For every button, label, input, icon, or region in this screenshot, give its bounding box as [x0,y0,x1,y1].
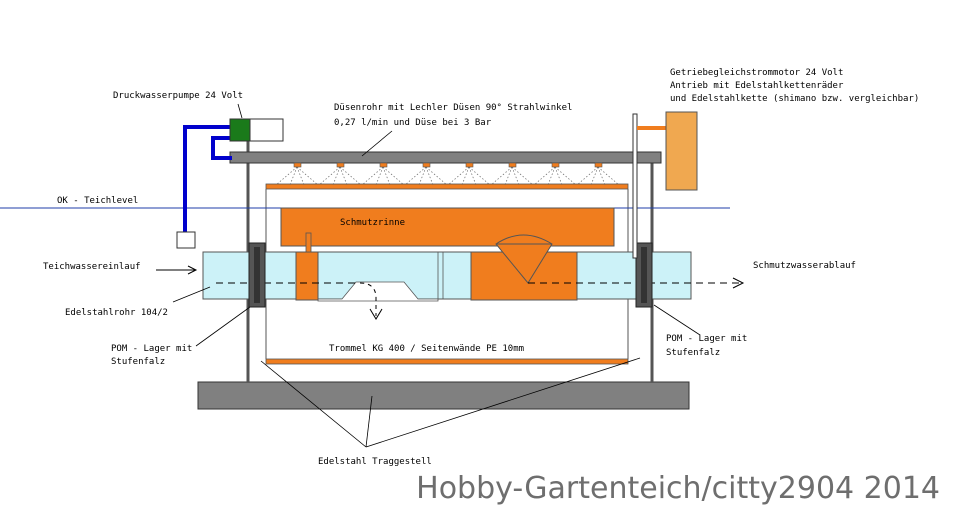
drive-motor [665,111,698,191]
label-outlet: Schmutzwasserablauf [753,261,856,271]
label-nozzle-pipe-1: Düsenrohr mit Lechler Düsen 90° Strahlwi… [334,103,572,113]
nozzle [293,162,302,168]
label-motor-1: Getriebegleichstrommotor 24 Volt [670,68,843,78]
label-bearing-left-1: POM - Lager mit [111,344,192,354]
spray-nozzles [293,162,603,168]
nozzle [594,162,603,168]
orange-block-left [295,251,319,301]
nozzle [422,162,431,168]
spray-cones [275,166,620,186]
label-frame: Edelstahl Traggestell [318,457,432,467]
nozzle [379,162,388,168]
base-plate [197,381,690,410]
leader-lines [172,103,701,448]
label-pipe: Edelstahlrohr 104/2 [65,308,168,318]
pump-head [229,118,251,142]
nozzle [336,162,345,168]
label-ok-level: OK - Teichlevel [57,196,138,206]
label-bearing-right-1: POM - Lager mit [666,334,747,344]
chain-drive [632,113,638,259]
label-drum: Trommel KG 400 / Seitenwände PE 10mm [329,344,524,354]
label-dirt-channel: Schmutzrinne [340,218,405,228]
label-motor-2: Antrieb mit Edelstahlkettenräder [670,81,844,91]
pump-supply-pipe [183,125,232,232]
label-nozzle-pipe-2: 0,27 l/min und Düse bei 3 Bar [334,118,492,128]
label-pump: Druckwasserpumpe 24 Volt [113,91,243,101]
drum-top-wall [265,183,629,190]
pipe-opening [317,281,439,302]
nozzle [508,162,517,168]
water-pipe [202,251,692,300]
bearing-left-inner [254,247,260,303]
watermark: Hobby-Gartenteich/citty2904 2014 [416,471,940,506]
bearing-right-inner [641,247,647,303]
pump-suction-box [176,231,196,249]
down-flow-arrow [369,308,383,320]
inlet-arrow-head [187,265,198,275]
pump-pressure-pipe [211,136,232,160]
drum-bottom-wall [265,358,629,365]
label-motor-3: und Edelstahlkette (shimano bzw. verglei… [670,94,919,104]
nozzle-pipe [229,151,662,164]
channel-connector [305,232,312,253]
down-flow-curve [359,282,377,316]
label-bearing-left-2: Stufenfalz [111,357,165,367]
label-inlet: Teichwassereinlauf [43,262,141,272]
outlet-flow-arrow [732,277,745,289]
nozzle [465,162,474,168]
pump-motor [249,118,284,142]
label-bearing-right-2: Stufenfalz [666,348,720,358]
nozzle [551,162,560,168]
dirt-channel [280,207,615,247]
